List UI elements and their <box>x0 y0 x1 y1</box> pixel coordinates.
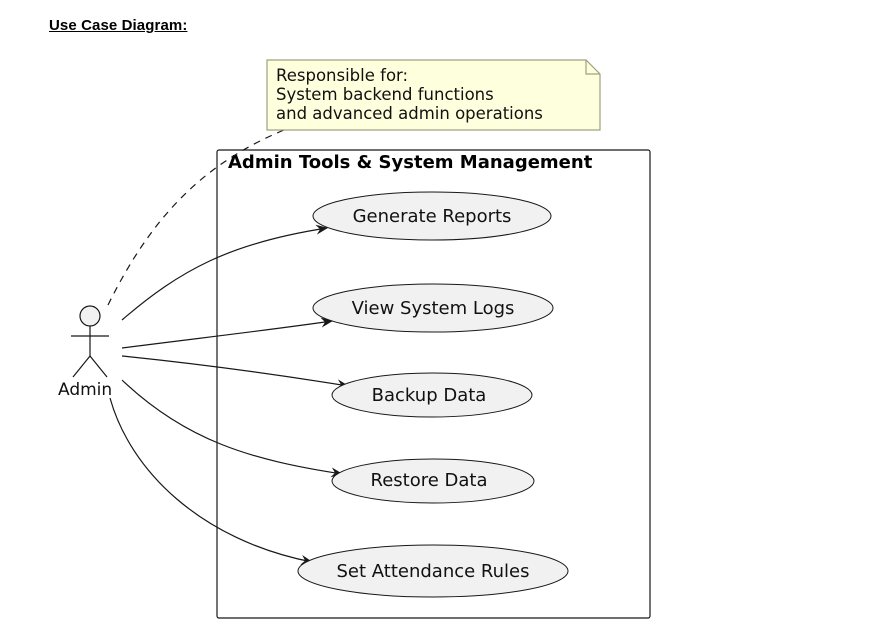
use-case-generate-reports: Generate Reports <box>312 191 552 241</box>
use-case-label: Generate Reports <box>353 206 512 227</box>
use-case-view-system-logs: View System Logs <box>312 283 554 333</box>
diagram-heading: Use Case Diagram: <box>49 17 188 34</box>
use-case-ellipse <box>331 372 533 418</box>
use-case-label: Backup Data <box>372 385 487 406</box>
association-set-attendance-rules <box>109 397 313 565</box>
note-line-2: System backend functions <box>276 85 494 104</box>
association-view-system-logs <box>121 317 333 349</box>
use-case-ellipse <box>331 458 535 504</box>
note-line-3: and advanced admin operations <box>276 104 543 123</box>
note-fold <box>585 60 600 75</box>
use-case-backup-data: Backup Data <box>331 372 533 418</box>
use-case-label: View System Logs <box>352 298 515 319</box>
use-case-label: Set Attendance Rules <box>337 561 530 582</box>
use-case-label: Restore Data <box>371 470 488 491</box>
actor-head <box>79 305 101 327</box>
use-case-set-attendance-rules: Set Attendance Rules <box>297 544 569 598</box>
actor-label: Admin <box>58 380 112 400</box>
use-case-restore-data: Restore Data <box>331 458 535 504</box>
association-restore-data <box>121 379 343 478</box>
actor-left-leg <box>72 355 91 378</box>
use-case-ellipse <box>297 544 569 598</box>
use-case-ellipse <box>312 191 552 241</box>
association-generate-reports <box>121 224 328 321</box>
note: Responsible for: System backend function… <box>266 59 601 131</box>
actor-right-leg <box>89 355 108 378</box>
system-boundary-title: Admin Tools & System Management <box>228 152 593 173</box>
association-backup-data <box>121 355 349 390</box>
use-case-ellipse <box>312 283 554 333</box>
actor-admin <box>71 305 109 378</box>
note-shape <box>266 59 601 131</box>
note-line-1: Responsible for: <box>276 66 408 85</box>
